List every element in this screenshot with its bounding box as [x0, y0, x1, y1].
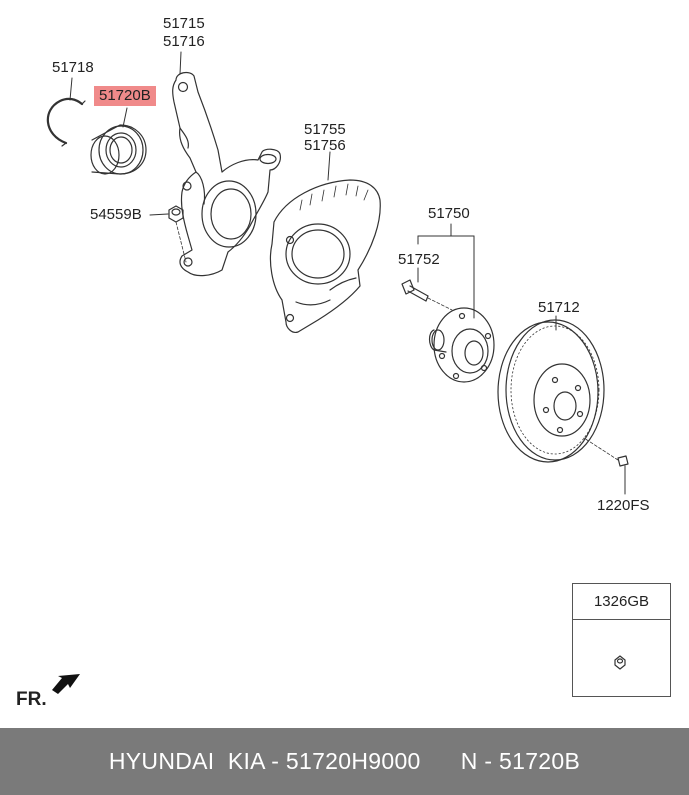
steering-knuckle-part: [172, 51, 281, 277]
nut-part: [149, 205, 187, 263]
label-knuckle-51715: 51715: [163, 15, 205, 32]
label-hub-bolt: 51752: [398, 251, 440, 268]
label-brake-disc: 51712: [538, 299, 580, 316]
front-arrow-icon: [52, 674, 80, 694]
dust-cover-part: [269, 151, 381, 333]
label-snap-ring: 51718: [52, 59, 94, 76]
hub-bolt-part: [401, 267, 453, 311]
label-screw: 1220FS: [597, 497, 650, 514]
exploded-view-drawing: [46, 51, 629, 694]
legend-nut-icon: [614, 655, 626, 670]
label-dust-cover-51756: 51756: [304, 137, 346, 154]
legend-title: 1326GB: [573, 584, 670, 620]
label-nut: 54559B: [90, 206, 142, 223]
legend-box: 1326GB: [572, 583, 671, 697]
label-bearing-highlighted: 51720B: [94, 86, 156, 106]
disc-screw-part: [583, 437, 629, 495]
wheel-bearing-part: [90, 107, 147, 175]
wheel-hub-part: [417, 223, 495, 383]
brake-disc-part: [497, 315, 605, 463]
direction-label: FR.: [16, 689, 47, 710]
part-number-footer: HYUNDAI KIA - 51720H9000 N - 51720B: [0, 728, 689, 795]
label-knuckle-51716: 51716: [163, 33, 205, 50]
label-dust-cover-51755: 51755: [304, 121, 346, 138]
snap-ring-part: [46, 77, 86, 147]
label-hub: 51750: [428, 205, 470, 222]
